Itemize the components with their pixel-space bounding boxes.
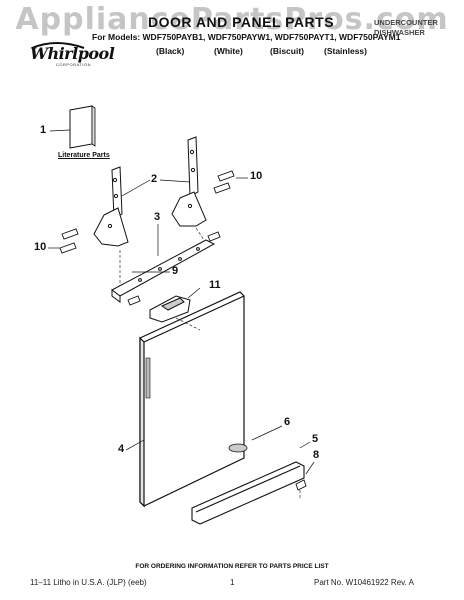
bracket-screws [127,231,221,306]
literature-booklet [69,105,96,149]
callout-10-right: 10 [250,170,263,182]
leader-6 [251,425,283,441]
brand-swoosh-icon [31,42,85,49]
callout-4: 4 [118,443,125,455]
footer-part-no: Part No. W10461922 Rev. A [314,578,414,587]
long-bracket [111,239,216,303]
leader-5 [299,441,311,449]
brand-sub: CORPORATION [56,62,91,67]
door-handle [149,295,191,323]
callout-8: 8 [313,449,320,461]
variant-black: (Black) [156,46,185,56]
callout-3: 3 [154,211,161,223]
callout-5: 5 [312,433,319,445]
callout-9: 9 [172,265,179,277]
product-type: UNDERCOUNTER DISHWASHER [374,18,438,38]
variant-biscuit: (Biscuit) [270,46,304,56]
screws-right [213,170,235,194]
lower-trim [191,461,305,525]
leader-2a [121,179,151,197]
badge-plate [228,443,248,453]
leader-8 [305,461,315,475]
page-title: DOOR AND PANEL PARTS [148,14,335,30]
watermark: AppliancePartsPros.com [15,2,449,37]
left-hinge-bracket [93,166,129,247]
callout-11: 11 [209,279,221,291]
product-type-line2: DISHWASHER [374,28,425,37]
brand-logo [26,40,90,70]
door-panel [139,291,245,508]
callout-2: 2 [151,173,158,185]
footer-page: 1 [230,578,235,587]
variant-stainless: (Stainless) [324,46,367,56]
leader-2b [159,179,191,183]
right-hinge-bracket [171,136,207,227]
leader-4 [125,439,145,451]
callout-6: 6 [284,416,291,428]
screws-left [59,228,79,254]
brand-name: Whirlpool [30,44,115,63]
literature-parts-label: Literature Parts [58,152,110,159]
leader-11 [187,287,201,299]
callout-10-left: 10 [34,241,47,253]
models-line: For Models: WDF750PAYB1, WDF750PAYW1, WD… [92,32,401,42]
footer-litho: 11–11 Litho in U.S.A. (JLP) (eeb) [30,578,147,587]
callout-1: 1 [40,124,47,136]
alignment-lines [119,227,301,500]
leader-1 [49,129,71,132]
variant-white: (White) [214,46,243,56]
product-type-line1: UNDERCOUNTER [374,18,438,27]
ordering-note: FOR ORDERING INFORMATION REFER TO PARTS … [135,563,329,570]
trim-screw [295,479,307,491]
